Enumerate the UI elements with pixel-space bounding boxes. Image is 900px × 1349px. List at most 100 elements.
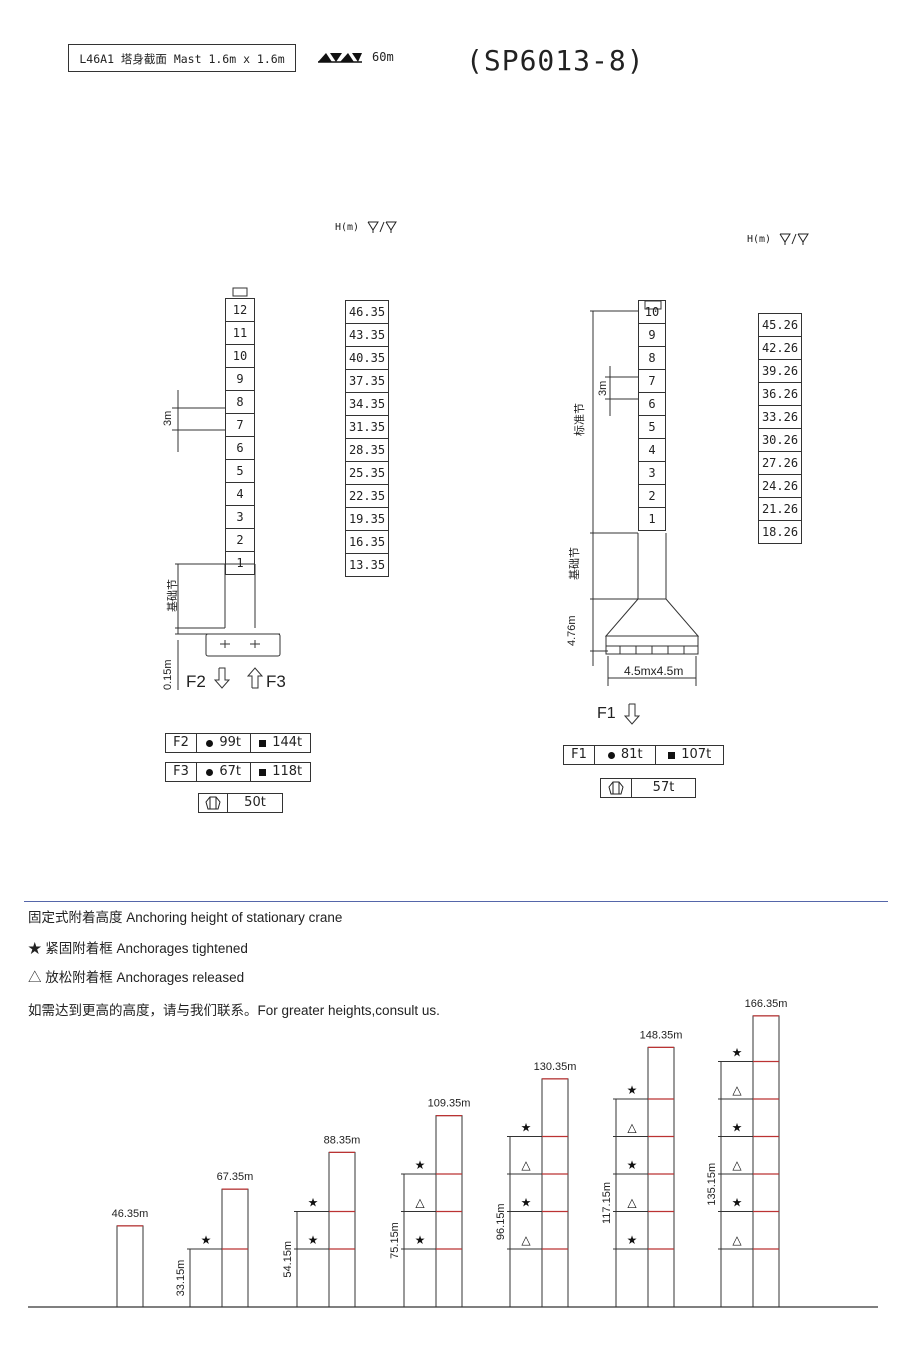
section-number: 3 [639,462,665,485]
section-number: 8 [639,347,665,370]
section-number: 9 [639,324,665,347]
height-value: 16.35 [346,531,388,554]
load-dot-value: 81t [620,747,643,762]
anchoring-diagram: 46.35m67.35m★33.15m88.35m★★54.15m109.35m… [28,998,878,1308]
left-weight-value: 50t [244,795,266,810]
star-icon: ★ [732,1046,743,1060]
star-icon: ★ [732,1121,743,1135]
tower-mast [328,1151,356,1308]
load-dot-cell: 81t [595,746,657,764]
left-section-dim: 3m [162,410,174,426]
legend-released: △ 放松附着框 Anchorages released [28,970,245,985]
height-value: 19.35 [346,508,388,531]
load-dot-value: 99t [219,735,241,750]
star-icon: ★ [521,1121,532,1135]
load-square-value: 144t [272,735,303,750]
height-value: 34.35 [346,393,388,416]
hook-icon [367,221,398,233]
right-mast-drawing [590,300,700,725]
anchor-height-label: 54.15m [282,1241,294,1278]
section-number: 7 [226,414,254,437]
load-dot-cell: 67t [197,763,252,781]
triangle-icon: △ [732,1083,742,1097]
right-load-table: F1 81t 107t [563,745,724,774]
model-title: (SP6013-8) [466,44,645,77]
section-number: 6 [639,393,665,416]
section-number: 10 [639,301,665,324]
star-icon: ★ [732,1196,743,1210]
left-base-section-label: 基础节 [167,579,179,612]
triangle-icon: △ [521,1233,531,1247]
star-icon: ★ [308,1196,319,1210]
section-number: 10 [226,345,254,368]
height-value: 28.35 [346,439,388,462]
section-number: 11 [226,322,254,345]
load-square-cell: 144t [251,734,310,752]
f2-label: F2 [186,672,206,691]
chassis-dim: 4.76m [566,615,578,646]
tower-height-label: 67.35m [217,1171,254,1183]
star-icon: ★ [308,1233,319,1247]
left-weight-row: 50t [198,793,283,813]
dot-icon [206,739,214,747]
section-number: 1 [226,552,254,575]
section-divider [24,901,888,902]
mast-section-label: L46A1 塔身截面 Mast 1.6m x 1.6m [68,44,296,72]
jib-length: 60m [372,50,394,64]
height-value: 31.35 [346,416,388,439]
tower-height-label: 148.35m [640,1029,683,1041]
f3-label: F3 [266,672,286,691]
anchor-height-label: 96.15m [495,1203,507,1240]
jib-icon [318,53,362,63]
height-value: 36.26 [759,383,801,406]
counterweight-icon [601,779,632,797]
triangle-icon: △ [732,1233,742,1247]
height-value: 39.26 [759,360,801,383]
height-value: 24.26 [759,475,801,498]
load-name: F2 [166,734,197,752]
right-base-section-label: 基础节 [569,547,581,580]
height-value: 45.26 [759,314,801,337]
triangle-icon: △ [521,1158,531,1172]
star-icon: ★ [627,1083,638,1097]
base-size-label: 4.5mx4.5m [624,664,684,678]
load-name: F3 [166,763,197,781]
section-number: 5 [226,460,254,483]
hook-icon [779,233,810,245]
height-value: 22.35 [346,485,388,508]
height-value: 21.26 [759,498,801,521]
height-value: 25.35 [346,462,388,485]
height-value: 37.35 [346,370,388,393]
height-value: 30.26 [759,429,801,452]
left-base-dim: 0.15m [162,659,174,690]
triangle-icon: △ [415,1196,425,1210]
section-number: 2 [226,529,254,552]
right-section-dim: 3m [597,380,609,396]
counterweight-icon [199,794,228,812]
height-value: 40.35 [346,347,388,370]
star-icon: ★ [521,1196,532,1210]
star-icon: ★ [415,1233,426,1247]
load-square-value: 107t [681,747,712,762]
load-name: F1 [564,746,595,764]
legend-tightened: ★ 紧固附着框 Anchorages tightened [28,941,248,956]
section-number: 7 [639,370,665,393]
consult-note: 如需达到更高的高度，请与我们联系。For greater heights,con… [28,1003,440,1018]
tower-height-label: 130.35m [534,1061,577,1073]
tower-mast [647,1046,675,1308]
left-height-header: H(m) [335,220,399,234]
section-number: 6 [226,437,254,460]
right-weight-value: 57t [652,780,675,795]
star-icon: ★ [415,1158,426,1172]
section-number: 12 [226,299,254,322]
load-row: F1 81t 107t [563,745,724,765]
right-weight-row: 57t [600,778,696,798]
section-number: 8 [226,391,254,414]
section-number: 5 [639,416,665,439]
tower-height-label: 166.35m [745,998,788,1010]
tower-mast [221,1188,249,1308]
